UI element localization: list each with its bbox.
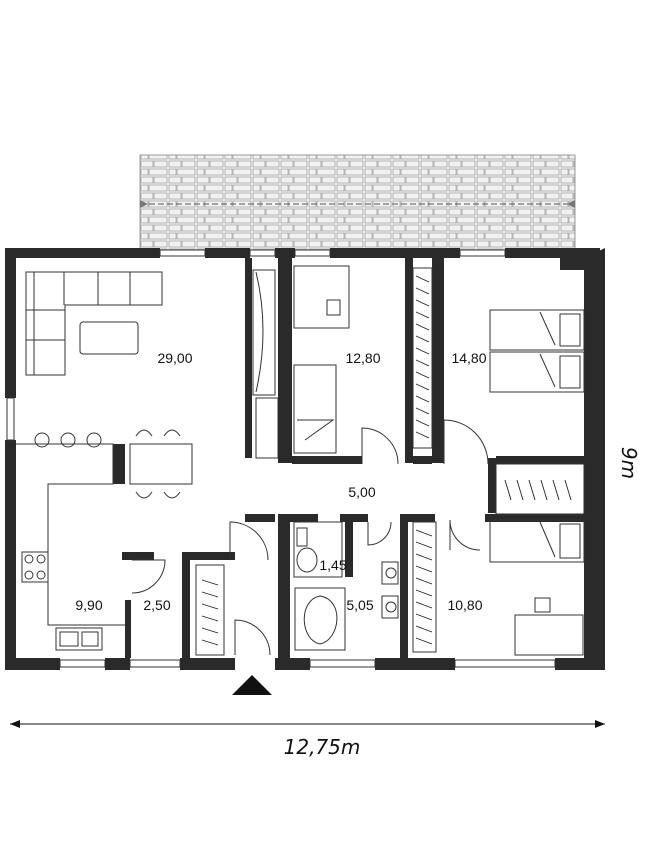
interior-walls	[113, 258, 584, 659]
room-area-storage: 2,50	[143, 597, 170, 613]
room-area-bathroom: 5,05	[346, 597, 373, 613]
room-area-living: 29,00	[157, 350, 192, 366]
sofa	[25, 271, 163, 376]
terrace	[139, 154, 576, 251]
exterior-walls	[5, 248, 605, 670]
door-swings	[131, 419, 489, 656]
room-area-wc: 1,45	[319, 557, 346, 573]
depth-dimension: 9m	[617, 447, 641, 479]
room-area-bedroom1: 12,80	[345, 350, 380, 366]
entrance-arrow-icon	[232, 675, 272, 695]
room-area-hall: 5,00	[348, 484, 375, 500]
closet-hatching	[201, 275, 572, 646]
fixtures	[16, 265, 585, 656]
room-area-bedroom3: 10,80	[447, 597, 482, 613]
beds	[293, 309, 585, 563]
width-dimension: 12,75m	[10, 720, 605, 759]
room-area-kitchen: 9,90	[75, 597, 102, 613]
chairs	[34, 429, 181, 499]
width-dimension-label: 12,75m	[284, 735, 361, 759]
depth-dimension-label: 9m	[617, 447, 641, 479]
windows	[6, 249, 556, 668]
room-area-bedroom2: 14,80	[451, 350, 486, 366]
